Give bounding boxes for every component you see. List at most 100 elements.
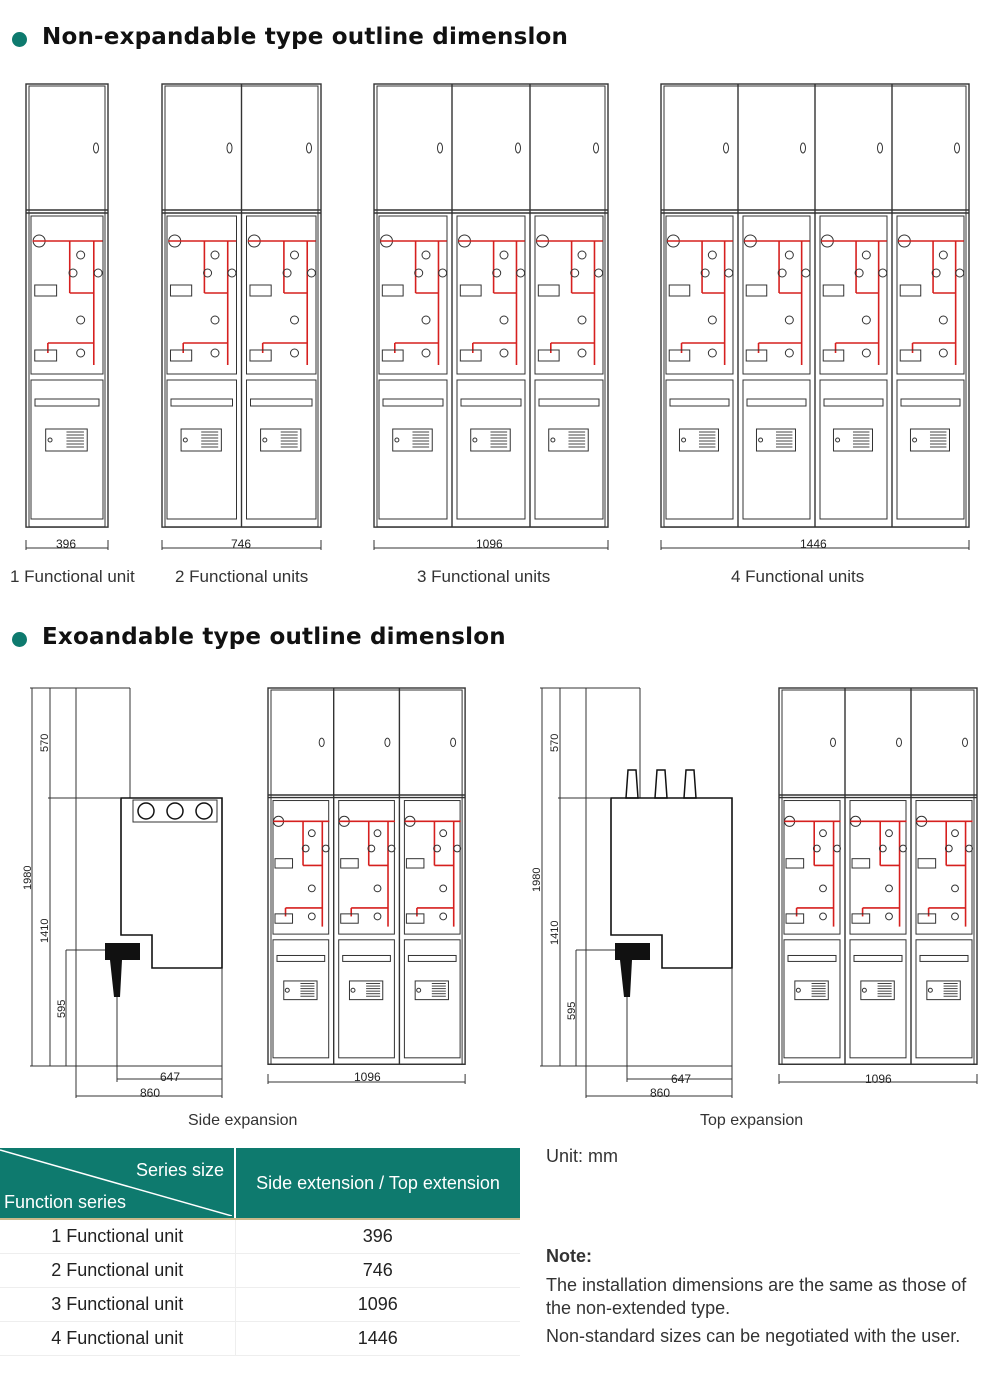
switchgear-cabinet — [660, 83, 970, 550]
door-handle-icon — [593, 142, 599, 154]
switch-knob-icon — [819, 912, 827, 921]
door-handle-icon — [896, 737, 902, 748]
row-label: 2 Functional unit — [0, 1253, 236, 1288]
switch-knob-icon — [777, 268, 787, 278]
lock-icon — [795, 987, 801, 993]
header-value: Side extension / Top extension — [235, 1148, 520, 1220]
switch-knob-icon — [707, 250, 717, 260]
lock-icon — [182, 437, 188, 443]
cable-compartment-door — [246, 379, 317, 520]
top-expansion-side-view — [540, 687, 733, 1098]
inspection-panel — [180, 428, 222, 452]
nameplate — [342, 954, 391, 962]
functional-unit — [166, 142, 237, 520]
dim-h-total: 1980 — [531, 867, 543, 892]
header-series-size: Series size — [135, 1160, 224, 1180]
indicator-window — [822, 284, 845, 297]
dim-h-lower: 1410 — [39, 918, 51, 943]
cabinet-frame — [267, 687, 466, 1065]
ventilation-grid-icon — [66, 431, 84, 448]
switch-knob-icon — [955, 268, 965, 278]
switch-knob-icon — [93, 268, 103, 278]
ventilation-grid-icon — [877, 983, 892, 997]
lock-icon — [472, 437, 478, 443]
dim-d-cable: 647 — [671, 1072, 692, 1086]
extension-bushing-box — [120, 797, 223, 969]
switch-knob-icon — [812, 844, 821, 853]
switch-knob-icon — [438, 268, 448, 278]
lock-icon — [681, 437, 687, 443]
switch-knob-icon — [944, 844, 953, 853]
inspection-panel — [414, 980, 449, 1001]
dim-d-total: 860 — [140, 1086, 161, 1100]
dim-h-cable: 595 — [56, 999, 68, 1018]
dim-h-top: 570 — [39, 733, 51, 752]
control-panel — [742, 215, 811, 375]
switch-knob-icon — [367, 844, 376, 853]
row-label: 3 Functional unit — [0, 1287, 236, 1322]
switchgear-cabinet — [267, 687, 466, 1084]
switch-knob-icon — [499, 250, 509, 260]
nameplate — [250, 398, 313, 407]
functional-unit — [378, 142, 448, 520]
door-handle-icon — [306, 142, 312, 154]
switch-knob-icon — [931, 268, 941, 278]
cable-compartment-door — [819, 379, 888, 520]
header-function-series: Function series — [4, 1192, 127, 1212]
functional-unit — [338, 737, 396, 1059]
dim-h-top: 570 — [549, 733, 561, 752]
control-panel — [896, 215, 965, 375]
indicator-window — [34, 349, 58, 362]
indicator-window — [899, 349, 922, 362]
cabinet-frame — [373, 83, 609, 528]
functional-unit — [783, 737, 841, 1059]
lock-icon — [416, 987, 422, 993]
switchgear-cabinet — [373, 83, 609, 550]
lock-icon — [927, 987, 933, 993]
functional-unit — [246, 142, 317, 520]
door-handle-icon — [800, 142, 806, 154]
ventilation-grid-icon — [943, 983, 958, 997]
switch-knob-icon — [76, 348, 86, 358]
indicator-window — [785, 913, 805, 924]
front-width-top: 1096 — [865, 1072, 892, 1086]
switch-knob-icon — [290, 250, 299, 260]
nameplate — [276, 954, 326, 962]
switch-knob-icon — [68, 268, 78, 278]
functional-unit — [896, 142, 965, 520]
inspection-panel — [260, 428, 302, 452]
door-handle-icon — [384, 737, 391, 748]
ventilation-grid-icon — [929, 431, 947, 448]
indicator-window — [851, 858, 871, 869]
functional-unit — [403, 737, 462, 1059]
indicator-window — [851, 913, 871, 924]
caption-1-unit: 1 Functional unit — [10, 567, 135, 586]
caption-top-expansion: Top expansion — [700, 1112, 804, 1129]
nameplate — [382, 398, 444, 407]
switch-knob-icon — [321, 844, 330, 853]
switchgear-cabinet — [25, 83, 109, 550]
door-handle-icon — [515, 142, 521, 154]
door-handle-icon — [830, 737, 836, 748]
door-handle-icon — [450, 737, 457, 748]
indicator-window — [249, 284, 272, 297]
nameplate — [34, 398, 100, 407]
ventilation-grid-icon — [201, 431, 219, 448]
switch-knob-icon — [938, 315, 948, 325]
switch-knob-icon — [833, 844, 841, 853]
control-panel — [534, 215, 604, 375]
switch-knob-icon — [290, 315, 299, 325]
indicator-window — [899, 284, 922, 297]
switch-knob-icon — [307, 829, 316, 838]
switch-knob-icon — [373, 829, 382, 838]
nameplate — [919, 954, 969, 962]
control-panel — [378, 215, 448, 375]
cable-compartment-door — [665, 379, 734, 520]
switch-knob-icon — [784, 250, 794, 260]
switch-knob-icon — [724, 268, 734, 278]
table-header-row: Series size Function series Side extensi… — [0, 1148, 520, 1220]
inspection-panel — [470, 428, 511, 452]
inspection-panel — [392, 428, 433, 452]
nameplate — [746, 398, 807, 407]
